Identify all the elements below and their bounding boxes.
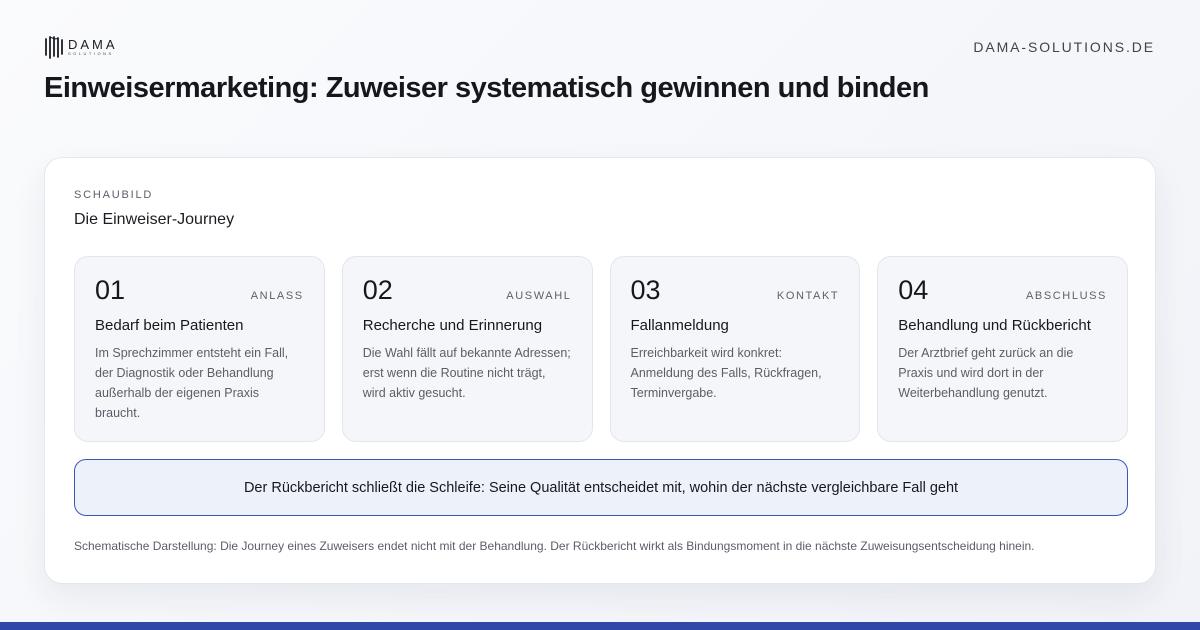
- step-description: Der Arztbrief geht zurück an die Praxis …: [898, 346, 1074, 400]
- step-description: Erreichbarkeit wird konkret: Anmeldung d…: [630, 346, 822, 400]
- step-tag: KONTAKT: [776, 290, 840, 302]
- step-number: 02: [362, 275, 393, 305]
- step-number: 04: [898, 275, 929, 305]
- step-title: Behandlung und Rückbericht: [898, 317, 1091, 334]
- journey-step-01: 01 ANLASS Bedarf beim Patienten Im Sprec…: [74, 256, 325, 442]
- step-number: 03: [630, 275, 661, 305]
- journey-step-04: 04 ABSCHLUSS Behandlung und Rückbericht …: [877, 256, 1128, 442]
- brand-logo[interactable]: DAMA SOLUTIONS: [44, 35, 118, 60]
- diagram-card: SCHAUBILD Die Einweiser-Journey 01 ANLAS…: [44, 157, 1156, 584]
- journey-steps: 01 ANLASS Bedarf beim Patienten Im Sprec…: [74, 256, 1128, 442]
- logo-subline: SOLUTIONS: [68, 51, 114, 56]
- step-title: Bedarf beim Patienten: [95, 317, 244, 334]
- step-number: 01: [95, 275, 126, 305]
- feedback-loop-banner: Der Rückbericht schließt die Schleife: S…: [74, 459, 1128, 516]
- step-tag: ABSCHLUSS: [1025, 290, 1107, 302]
- page-title: Einweisermarketing: Zuweiser systematisc…: [44, 72, 929, 104]
- site-url[interactable]: DAMA-SOLUTIONS.DE: [973, 39, 1155, 55]
- step-title: Recherche und Erinnerung: [362, 317, 543, 334]
- journey-step-02: 02 AUSWAHL Recherche und Erinnerung Die …: [341, 256, 593, 442]
- journey-step-03: 03 KONTAKT Fallanmeldung Erreichbarkeit …: [609, 256, 861, 442]
- logo-wordmark: DAMA: [68, 37, 118, 52]
- step-tag: ANLASS: [250, 290, 304, 302]
- dama-logo-icon: [45, 35, 63, 59]
- step-title: Fallanmeldung: [630, 317, 729, 334]
- diagram-title: Die Einweiser-Journey: [74, 211, 235, 228]
- diagram-footnote: Schematische Darstellung: Die Journey ei…: [74, 539, 1035, 553]
- step-description: Die Wahl fällt auf bekannte Adressen; er…: [362, 346, 571, 400]
- accent-bottom-bar: [0, 622, 1200, 630]
- step-description: Im Sprechzimmer entsteht ein Fall, der D…: [95, 346, 289, 420]
- header: DAMA SOLUTIONS DAMA-SOLUTIONS.DE: [44, 34, 1155, 60]
- diagram-eyebrow: SCHAUBILD: [74, 189, 154, 201]
- step-tag: AUSWAHL: [506, 290, 572, 302]
